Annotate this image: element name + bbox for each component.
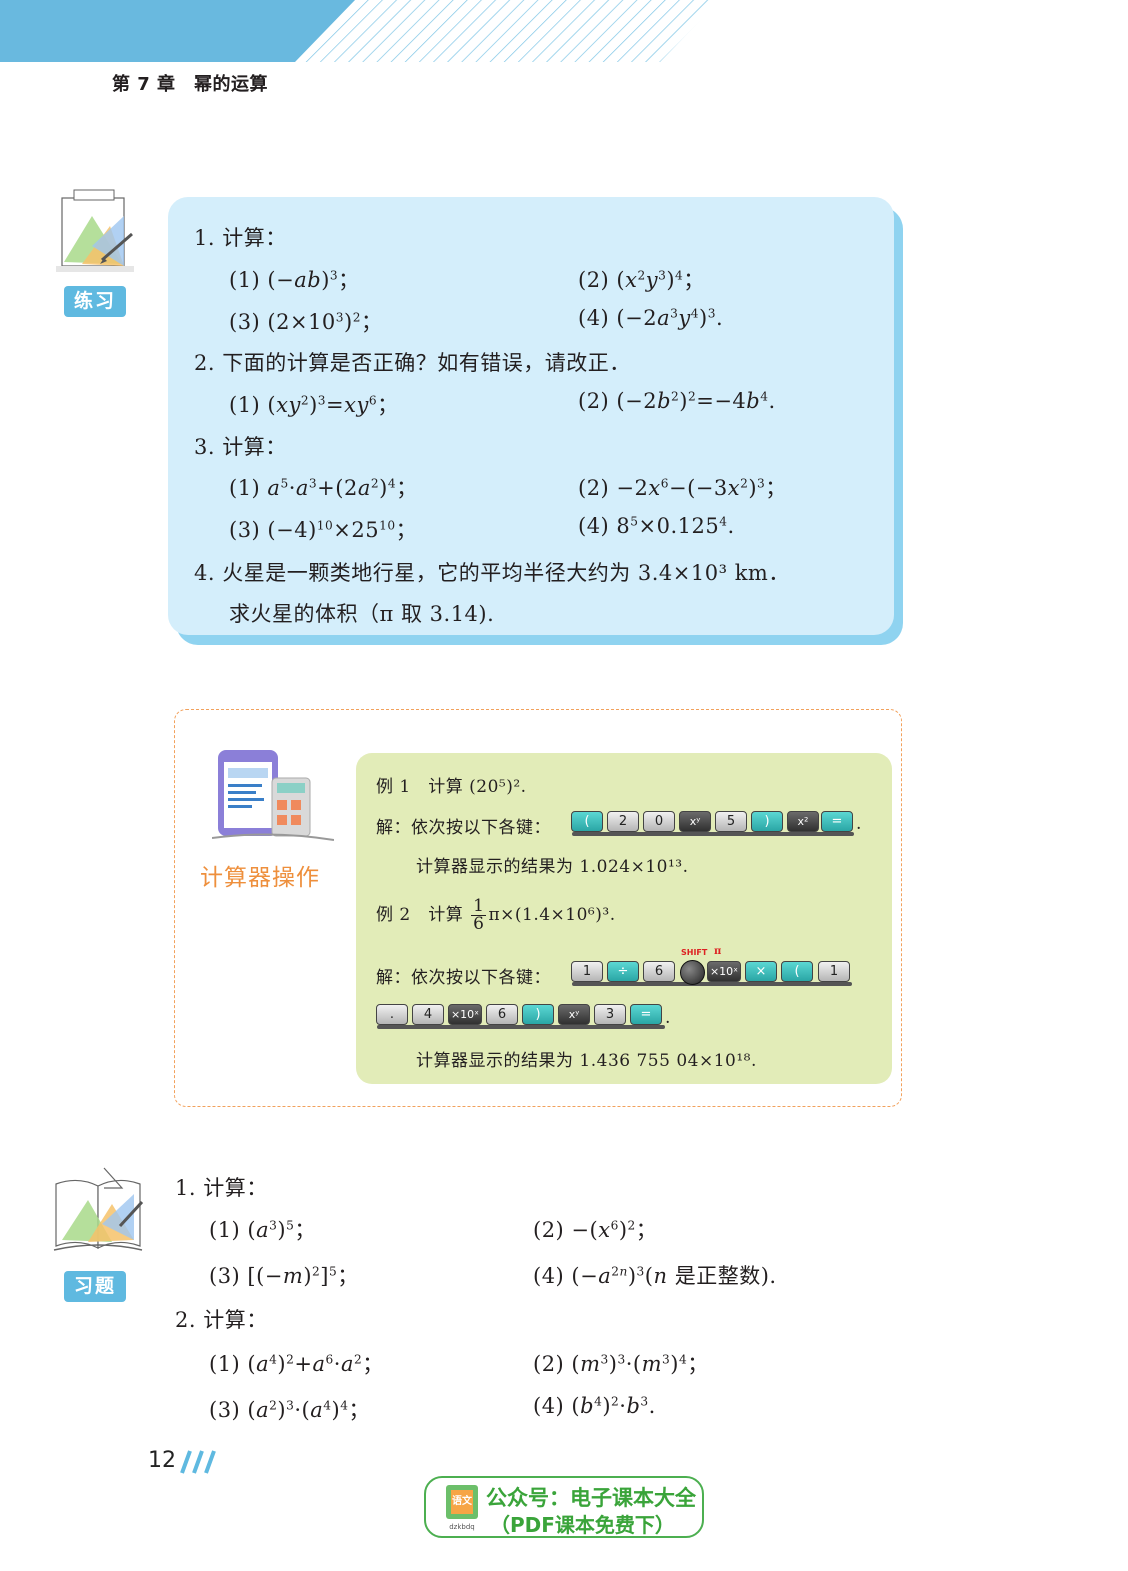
practice-q4-line2: 求火星的体积（π 取 3.14).	[229, 602, 495, 626]
exercise-q2-3: (3) (a2)3·(a4)4；	[209, 1398, 370, 1422]
exercise-q1-title: 1. 计算：	[175, 1176, 268, 1200]
key-close-paren: )	[522, 1004, 554, 1025]
practice-q1-3: (3) (2×103)2；	[229, 310, 383, 334]
practice-q2-1: (1) (xy2)3=xy6；	[229, 393, 399, 417]
key-1: 1	[818, 961, 850, 982]
key-equals: =	[821, 811, 853, 832]
key-power: xʸ	[679, 811, 711, 832]
calculator-icon	[212, 750, 334, 841]
key-multiply: ×	[745, 961, 777, 982]
practice-q1-1: (1) (−ab)3；	[229, 268, 360, 292]
exercise-q2-title: 2. 计算：	[175, 1308, 268, 1332]
exercise-q2-2: (2) (m3)3·(m3)4；	[533, 1352, 709, 1376]
key-exp10: ×10ˣ	[707, 961, 741, 982]
badge-book-icon: 语文 dzkbdq	[444, 1483, 480, 1533]
practice-box	[168, 197, 894, 635]
chapter-title: 第 7 章 幂的运算	[112, 74, 269, 95]
exercise-q2-1: (1) (a4)2+a6·a2；	[209, 1352, 384, 1376]
calculator-section-title: 计算器操作	[200, 865, 320, 891]
exercise-q1-3: (3) [(−m)2]5；	[209, 1264, 359, 1288]
exercise-q1-1: (1) (a3)5；	[209, 1218, 316, 1242]
exercise-q1-2: (2) −(x6)2；	[533, 1218, 658, 1242]
pi-label: π	[714, 946, 722, 957]
key-0: 0	[643, 811, 675, 832]
key-4: 4	[412, 1004, 444, 1025]
example1-label: 例 1 计算 (20⁵)².	[376, 777, 527, 797]
example1-result: 计算器显示的结果为 1.024×10¹³.	[416, 857, 689, 877]
example1-solution-label: 解：依次按以下各键：	[376, 818, 551, 838]
badge-icon-text: 语文	[452, 1496, 472, 1507]
header-banner	[0, 0, 720, 62]
exercise-q1-4: (4) (−a2n)3(n 是正整数).	[533, 1264, 777, 1288]
key-power: xʸ	[558, 1004, 590, 1025]
practice-q2-title: 2. 下面的计算是否正确？如有错误，请改正．	[194, 351, 631, 375]
example2-result: 计算器显示的结果为 1.436 755 04×10¹⁸.	[416, 1051, 757, 1071]
badge-line2: （PDF课本免费下）	[490, 1513, 675, 1537]
practice-q1-2: (2) (x2y3)4；	[578, 268, 705, 292]
key-5: 5	[715, 811, 747, 832]
page-number-slashes	[180, 1450, 216, 1474]
key-equals: =	[630, 1004, 662, 1025]
badge-line1: 公众号：电子课本大全	[486, 1486, 696, 1510]
exercise-book-icon	[53, 1167, 144, 1251]
practice-q4-line1: 4. 火星是一颗类地行星，它的平均半径大约为 3.4×10³ km．	[194, 561, 790, 585]
practice-q1-4: (4) (−2a3y4)3.	[578, 306, 724, 330]
page-number: 12	[148, 1448, 176, 1473]
practice-tag: 练习	[64, 286, 126, 317]
practice-q1-title: 1. 计算：	[194, 226, 287, 250]
key-exp10: ×10ˣ	[448, 1004, 482, 1025]
example2-fraction-denominator: 6	[473, 914, 485, 934]
key-open-paren: (	[571, 811, 603, 832]
practice-q2-2: (2) (−2b2)2=−4b4.	[578, 389, 776, 413]
key-open-paren: (	[781, 961, 813, 982]
key-shift-round	[680, 960, 705, 985]
shift-label: SHIFT	[681, 948, 708, 957]
practice-icon	[56, 189, 134, 272]
key-3: 3	[594, 1004, 626, 1025]
key-divide: ÷	[607, 961, 639, 982]
calculator-section-frame	[174, 709, 902, 1107]
practice-q3-4: (4) 85×0.1254.	[578, 514, 735, 538]
key-decimal: .	[376, 1004, 408, 1025]
example2-solution-label: 解：依次按以下各键：	[376, 968, 551, 988]
practice-q3-2: (2) −2x6−(−3x2)3；	[578, 476, 787, 500]
badge-icon-subtext: dzkbdq	[449, 1523, 475, 1531]
example2-label: 例 2 计算 1 6 π×(1.4×10⁶)³.	[376, 898, 616, 933]
example2-suffix: π×(1.4×10⁶)³.	[488, 905, 616, 925]
practice-q3-title: 3. 计算：	[194, 435, 287, 459]
exercise-q2-4: (4) (b4)2·b3.	[533, 1394, 656, 1418]
key-close-paren: )	[751, 811, 783, 832]
key-6: 6	[643, 961, 675, 982]
practice-q3-1: (1) a5·a3+(2a2)4；	[229, 476, 418, 500]
exercise-tag: 习题	[64, 1271, 126, 1302]
wechat-account-badge: 语文 dzkbdq 公众号：电子课本大全 （PDF课本免费下）	[424, 1476, 704, 1538]
example2-fraction-numerator: 1	[471, 896, 487, 916]
page-number-text: 12	[148, 1448, 176, 1473]
example2-prefix: 例 2 计算	[376, 905, 464, 925]
key-2: 2	[607, 811, 639, 832]
key-square: x²	[787, 811, 819, 832]
practice-q3-3: (3) (−4)10×2510；	[229, 518, 418, 542]
key-6: 6	[486, 1004, 518, 1025]
key-1: 1	[571, 961, 603, 982]
